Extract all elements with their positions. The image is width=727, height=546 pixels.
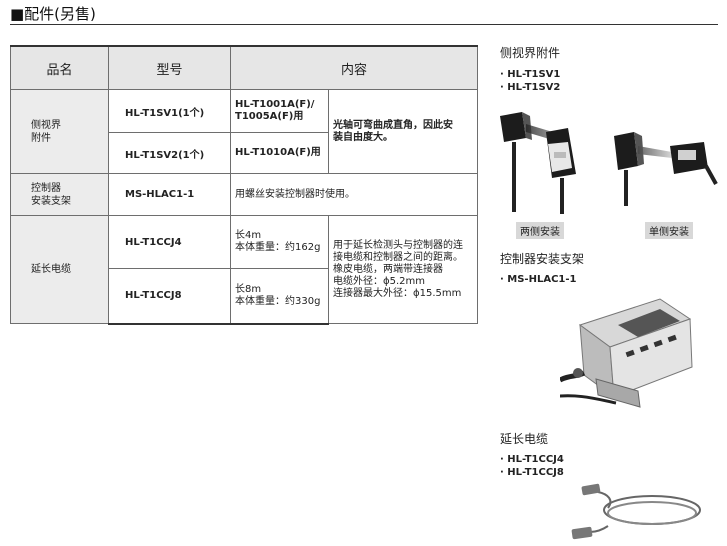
desc-cell: 光轴可弯曲成直角，因此安 装自由度大。 <box>327 89 479 174</box>
dual-side-attachment-image <box>500 112 576 214</box>
model-cell: HL-T1SV2(1个) <box>108 132 231 174</box>
table-row: HL-T1SV2(1个) HL-T1010A(F)用 <box>11 132 478 174</box>
header-name: 品名 <box>10 45 109 90</box>
category-cell: 侧视界 附件 <box>10 89 109 174</box>
single-mount-label: 单侧安装 <box>645 222 693 239</box>
table-row: HL-T1CCJ8 长8m 本体重量：约330g <box>11 268 478 325</box>
cable-item: · HL-T1CCJ4 <box>500 454 564 465</box>
table-row: 延长电缆 HL-T1CCJ4 长4m 本体重量：约162g 用于延长检测头与控制… <box>10 215 479 324</box>
category-cell: 控制器 安装支架 <box>10 173 109 216</box>
spec-cell: 长4m 本体重量：约162g <box>230 215 329 269</box>
cable-title: 延长电缆 <box>500 432 549 446</box>
spec-cell: 长8m 本体重量：约330g <box>230 268 329 325</box>
bracket-item: · MS-HLAC1-1 <box>500 274 577 285</box>
dual-mount-label: 两侧安装 <box>516 222 564 239</box>
spec-cell: HL-T1001A(F)/ T1005A(F)用 <box>230 89 329 133</box>
header-model: 型号 <box>108 45 231 90</box>
header-content: 内容 <box>229 45 479 90</box>
model-cell: HL-T1CCJ4 <box>108 215 231 269</box>
accessory-table: 品名 型号 内容 侧视界 附件 HL-T1SV1(1个) HL-T1001A(F… <box>10 45 479 325</box>
controller-bracket-image <box>560 298 693 408</box>
spec-cell: HL-T1010A(F)用 <box>230 132 329 174</box>
desc-cell: 用于延长检测头与控制器的连 接电缆和控制器之间的距离。 橡皮电缆，两端带连接器 … <box>327 215 479 324</box>
cable-item: · HL-T1CCJ8 <box>500 467 564 478</box>
category-cell: 延长电缆 <box>10 215 109 324</box>
extension-cable-image <box>571 483 701 540</box>
bracket-title: 控制器安装支架 <box>500 252 585 266</box>
side-view-item: · HL-T1SV2 <box>500 82 561 93</box>
model-cell: HL-T1SV1(1个) <box>108 89 231 133</box>
table-row: 控制器 安装支架 MS-HLAC1-1 用螺丝安装控制器时使用。 <box>10 173 479 216</box>
page-title: ■配件(另售) <box>10 5 96 23</box>
desc-cell: 用螺丝安装控制器时使用。 <box>229 173 479 216</box>
model-cell: MS-HLAC1-1 <box>108 173 231 216</box>
model-cell: HL-T1CCJ8 <box>108 268 231 325</box>
title-rule <box>10 24 718 25</box>
table-row: 侧视界 附件 HL-T1SV1(1个) HL-T1001A(F)/ T1005A… <box>10 89 479 174</box>
single-side-attachment-image <box>614 132 718 206</box>
side-view-item: · HL-T1SV1 <box>500 69 561 80</box>
side-view-title: 侧视界附件 <box>500 46 561 60</box>
